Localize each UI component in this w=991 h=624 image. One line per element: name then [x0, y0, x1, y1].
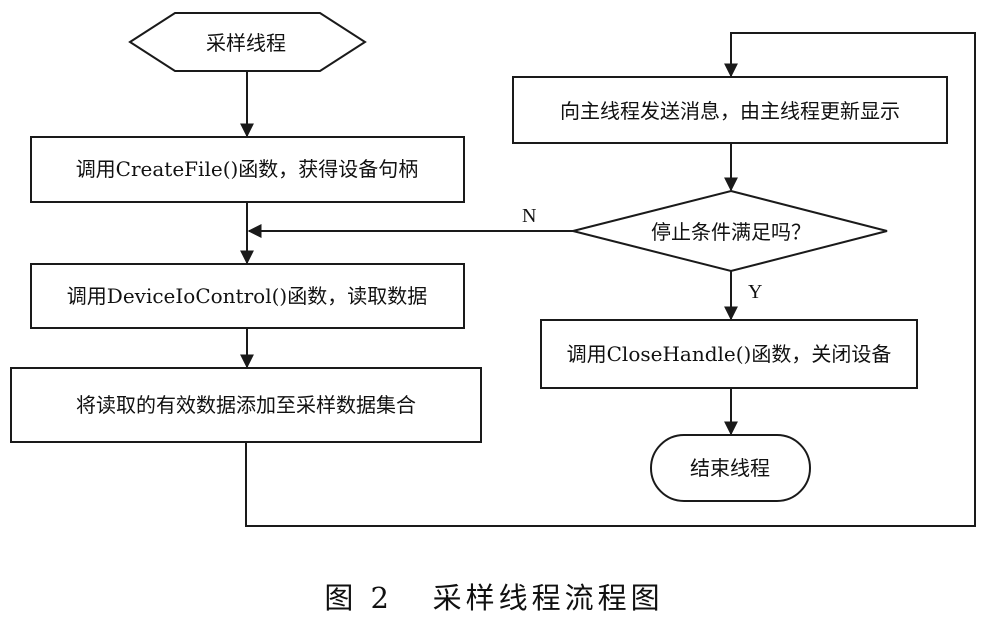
adddata-node: 将读取的有效数据添加至采样数据集合	[10, 367, 482, 443]
end-node: 结束线程	[650, 434, 811, 502]
closehandle-node-label: 调用CloseHandle()函数，关闭设备	[567, 342, 892, 366]
edge-label-no: N	[522, 205, 536, 227]
closehandle-node: 调用CloseHandle()函数，关闭设备	[540, 319, 918, 389]
createfile-node-label: 调用CreateFile()函数，获得设备句柄	[76, 157, 419, 181]
deviceio-node-label: 调用DeviceIoControl()函数，读取数据	[67, 284, 427, 308]
adddata-node-label: 将读取的有效数据添加至采样数据集合	[76, 393, 416, 417]
figure-caption: 图 2 采样线程流程图	[324, 581, 663, 615]
start-node: 采样线程	[128, 12, 367, 72]
edge-adddata-to-sendmsg	[245, 32, 976, 527]
decision-node-label: 停止条件满足吗？	[651, 220, 811, 244]
sendmsg-node-label: 向主线程发送消息，由主线程更新显示	[560, 99, 900, 123]
deviceio-node: 调用DeviceIoControl()函数，读取数据	[30, 263, 465, 329]
start-node-label: 采样线程	[206, 31, 286, 55]
createfile-node: 调用CreateFile()函数，获得设备句柄	[30, 136, 465, 203]
decision-node: 停止条件满足吗？	[572, 189, 888, 273]
sendmsg-node: 向主线程发送消息，由主线程更新显示	[512, 76, 948, 144]
end-node-label: 结束线程	[690, 456, 770, 480]
edge-label-yes: Y	[748, 281, 762, 303]
